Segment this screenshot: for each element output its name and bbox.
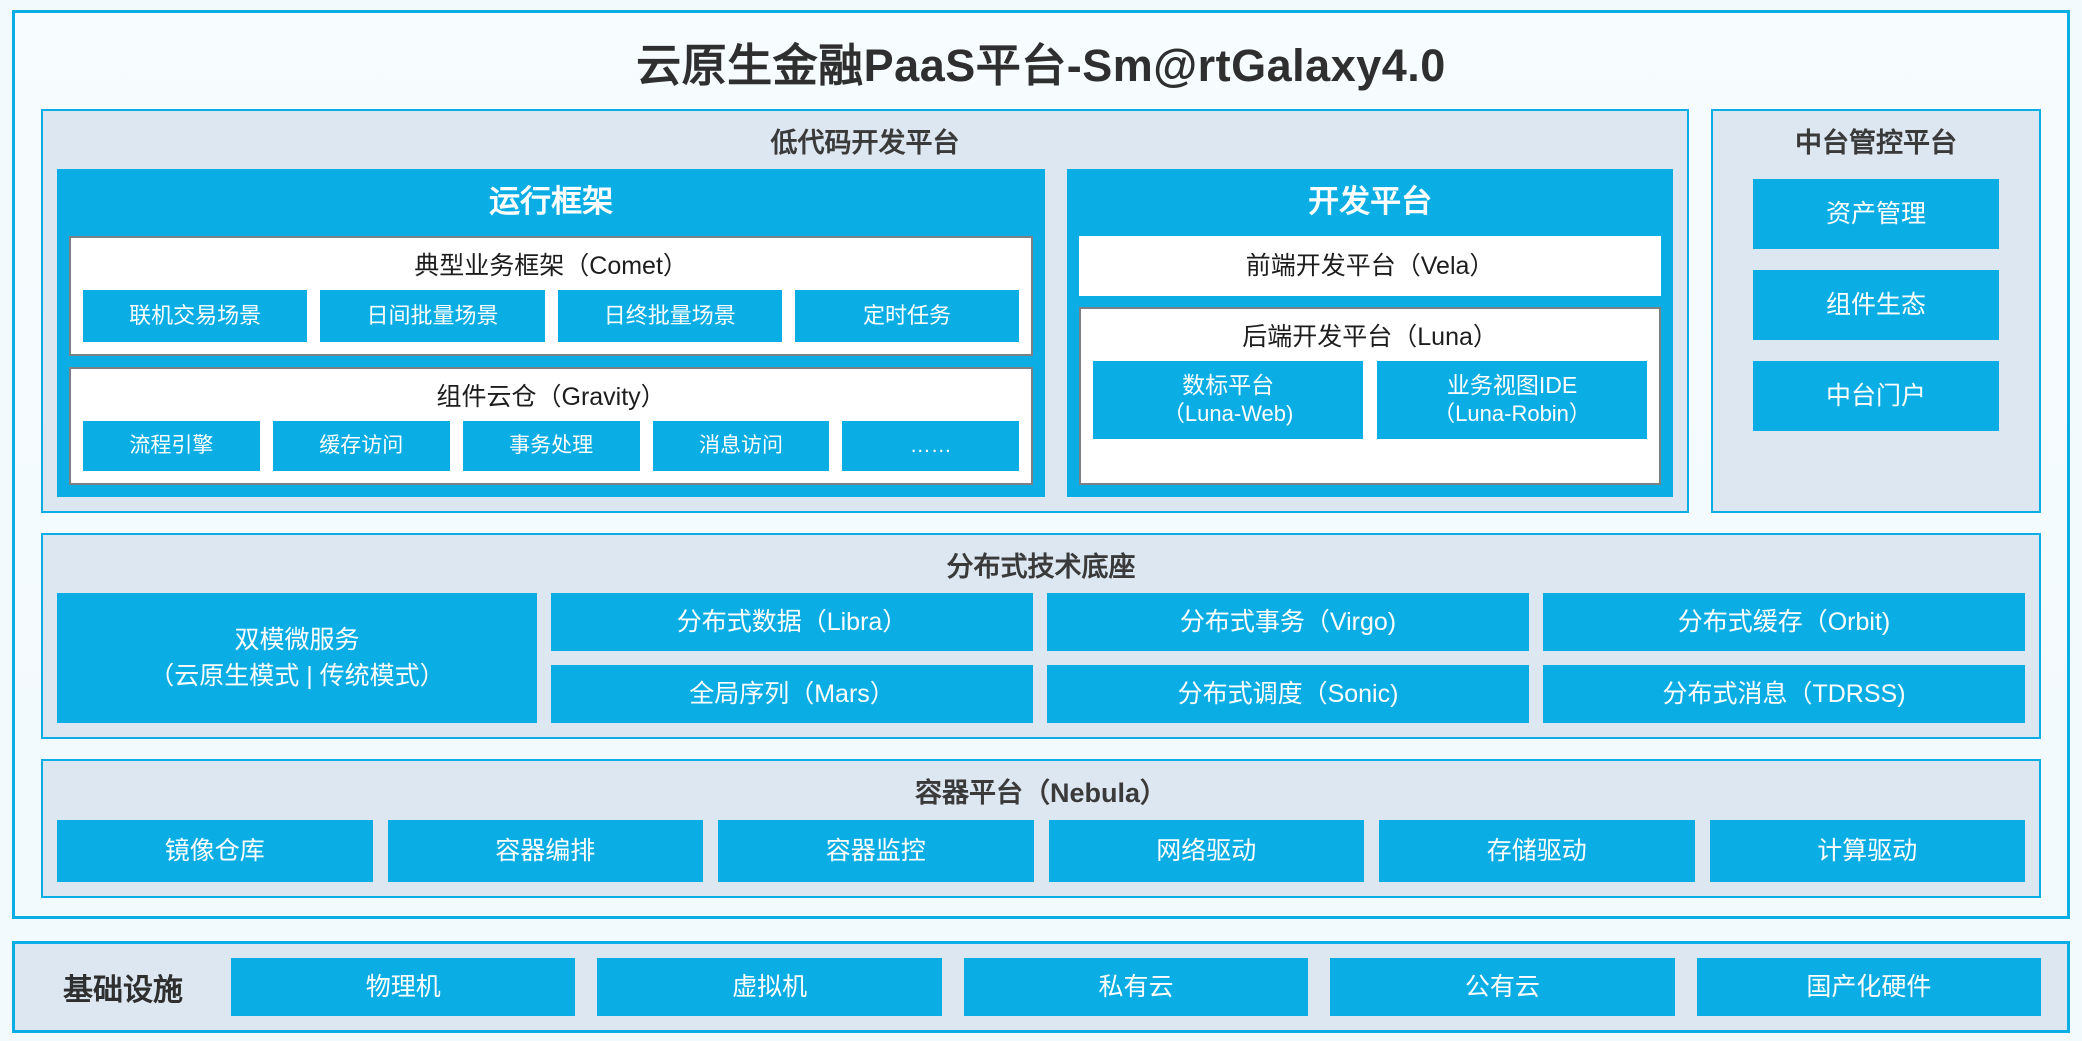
- infrastructure-item-domestic-hardware[interactable]: 国产化硬件: [1696, 957, 2042, 1016]
- comet-title: 典型业务框架（Comet）: [414, 252, 688, 281]
- container-item-storage-driver[interactable]: 存储驱动: [1379, 819, 1695, 882]
- tech-item-dual-mode-microservice[interactable]: 双模微服务 （云原生模式 | 传统模式）: [57, 593, 537, 724]
- page-title: 云原生金融PaaS平台-Sm@rtGalaxy4.0: [636, 40, 1446, 91]
- frontend-dev-platform-vela[interactable]: 前端开发平台（Vela）: [1079, 236, 1661, 297]
- development-platform-card: 开发平台 前端开发平台（Vela） 后端开发平台（Luna） 数标平台 （Lun…: [1067, 169, 1673, 497]
- midplatform-item-portal[interactable]: 中台门户: [1753, 361, 1999, 432]
- gravity-item-more[interactable]: ……: [842, 420, 1020, 471]
- infrastructure-item-virtual-machine[interactable]: 虚拟机: [597, 957, 942, 1016]
- tech-item-mars[interactable]: 全局序列（Mars）: [551, 665, 1033, 724]
- distributed-tech-panel: 分布式技术底座 双模微服务 （云原生模式 | 传统模式） 分布式数据（Libra…: [41, 532, 2041, 740]
- midplatform-title: 中台管控平台: [1795, 127, 1957, 158]
- dual-mode-line2: （云原生模式 | 传统模式）: [149, 662, 445, 691]
- luna-robin-line2: （Luna-Robin）: [1433, 400, 1591, 426]
- midplatform-item-asset-management[interactable]: 资产管理: [1753, 179, 1999, 250]
- container-item-orchestration[interactable]: 容器编排: [387, 819, 703, 882]
- midplatform-panel: 中台管控平台 资产管理 组件生态 中台门户: [1711, 108, 2041, 513]
- dual-mode-line1: 双模微服务: [234, 626, 360, 655]
- container-platform-title: 容器平台（Nebula）: [914, 778, 1168, 809]
- distributed-tech-title: 分布式技术底座: [946, 551, 1136, 582]
- luna-item-luna-web[interactable]: 数标平台 （Luna-Web): [1093, 361, 1364, 440]
- gravity-box: 组件云仓（Gravity） 流程引擎 缓存访问 事务处理 消息访问 ……: [69, 366, 1034, 485]
- gravity-item-transaction[interactable]: 事务处理: [462, 420, 640, 471]
- tech-item-sonic[interactable]: 分布式调度（Sonic): [1047, 665, 1529, 724]
- infrastructure-panel: 基础设施 物理机 虚拟机 私有云 公有云 国产化硬件: [12, 940, 2070, 1033]
- tech-column-2: 分布式事务（Virgo) 分布式调度（Sonic): [1047, 593, 1529, 724]
- lowcode-platform-title: 低代码开发平台: [770, 127, 960, 158]
- gravity-chip-row: 流程引擎 缓存访问 事务处理 消息访问 ……: [83, 420, 1020, 471]
- container-item-image-registry[interactable]: 镜像仓库: [57, 819, 373, 882]
- row-spacer-1: [41, 513, 2041, 533]
- top-row: 低代码开发平台 运行框架 典型业务框架（Comet） 联机交易场景 日间批量场景…: [41, 108, 2041, 513]
- tech-item-virgo[interactable]: 分布式事务（Virgo): [1047, 593, 1529, 652]
- row-spacer-2: [41, 739, 2041, 759]
- lowcode-platform-panel: 低代码开发平台 运行框架 典型业务框架（Comet） 联机交易场景 日间批量场景…: [41, 108, 1689, 513]
- container-platform-panel: 容器平台（Nebula） 镜像仓库 容器编排 容器监控 网络驱动 存储驱动 计算…: [41, 759, 2041, 898]
- container-item-compute-driver[interactable]: 计算驱动: [1709, 819, 2025, 882]
- midplatform-item-component-ecosystem[interactable]: 组件生态: [1753, 270, 1999, 341]
- infrastructure-label: 基础设施: [63, 973, 183, 1007]
- comet-item-daytime-batch[interactable]: 日间批量场景: [320, 290, 545, 342]
- midplatform-stack: 资产管理 组件生态 中台门户: [1727, 169, 2025, 497]
- luna-robin-line1: 业务视图IDE: [1446, 372, 1578, 399]
- comet-item-online-trade[interactable]: 联机交易场景: [83, 290, 308, 342]
- runtime-framework-title: 运行框架: [489, 184, 614, 220]
- container-item-network-driver[interactable]: 网络驱动: [1048, 819, 1364, 882]
- gravity-item-cache-access[interactable]: 缓存访问: [272, 420, 450, 471]
- tech-column-3: 分布式缓存（Orbit) 分布式消息（TDRSS): [1543, 593, 2025, 724]
- comet-item-eod-batch[interactable]: 日终批量场景: [557, 290, 782, 342]
- development-platform-title: 开发平台: [1308, 184, 1433, 220]
- gravity-item-message-access[interactable]: 消息访问: [652, 420, 830, 471]
- tech-item-tdrss[interactable]: 分布式消息（TDRSS): [1543, 665, 2025, 724]
- container-item-monitoring[interactable]: 容器监控: [718, 819, 1034, 882]
- backend-dev-platform-luna-box: 后端开发平台（Luna） 数标平台 （Luna-Web) 业务视图IDE （Lu…: [1079, 307, 1661, 485]
- luna-chip-row: 数标平台 （Luna-Web) 业务视图IDE （Luna-Robin）: [1093, 361, 1647, 440]
- gravity-item-process-engine[interactable]: 流程引擎: [83, 420, 260, 471]
- luna-item-luna-robin[interactable]: 业务视图IDE （Luna-Robin）: [1377, 361, 1647, 440]
- comet-chip-row: 联机交易场景 日间批量场景 日终批量场景 定时任务: [83, 290, 1020, 342]
- distributed-tech-body: 双模微服务 （云原生模式 | 传统模式） 分布式数据（Libra） 全局序列（M…: [57, 593, 2025, 724]
- tech-item-orbit[interactable]: 分布式缓存（Orbit): [1543, 593, 2025, 652]
- tech-column-1: 分布式数据（Libra） 全局序列（Mars）: [551, 593, 1033, 724]
- container-platform-row: 镜像仓库 容器编排 容器监控 网络驱动 存储驱动 计算驱动: [57, 819, 2025, 882]
- lowcode-platform-body: 运行框架 典型业务框架（Comet） 联机交易场景 日间批量场景 日终批量场景 …: [57, 169, 1673, 497]
- gravity-title: 组件云仓（Gravity）: [436, 382, 666, 411]
- infrastructure-item-private-cloud[interactable]: 私有云: [963, 957, 1309, 1016]
- luna-web-line2: （Luna-Web): [1162, 400, 1294, 426]
- runtime-framework-card: 运行框架 典型业务框架（Comet） 联机交易场景 日间批量场景 日终批量场景 …: [57, 169, 1046, 497]
- main-platform-frame: 云原生金融PaaS平台-Sm@rtGalaxy4.0 低代码开发平台 运行框架 …: [12, 10, 2070, 919]
- luna-web-line1: 数标平台: [1182, 372, 1275, 399]
- infrastructure-item-physical-machine[interactable]: 物理机: [231, 957, 576, 1016]
- tech-item-libra[interactable]: 分布式数据（Libra）: [551, 593, 1033, 652]
- comet-box: 典型业务框架（Comet） 联机交易场景 日间批量场景 日终批量场景 定时任务: [69, 236, 1034, 356]
- comet-item-scheduled-task[interactable]: 定时任务: [794, 290, 1020, 342]
- infrastructure-item-public-cloud[interactable]: 公有云: [1330, 957, 1675, 1016]
- backend-dev-platform-title: 后端开发平台（Luna）: [1242, 323, 1498, 352]
